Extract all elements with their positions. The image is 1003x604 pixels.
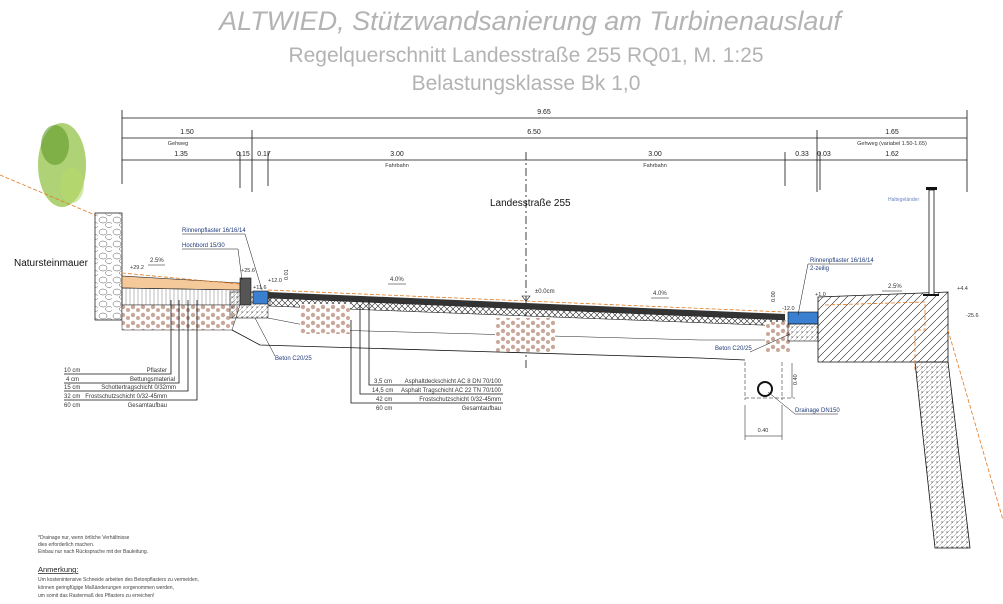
road-layer-legend — [350, 300, 503, 404]
road-layer-2-thickness: 14,5 cm — [372, 388, 393, 394]
sw-layer-3-thickness: 15 cm — [64, 385, 80, 391]
concrete-foundation-right — [787, 323, 819, 342]
asphalt-surface-layer — [268, 292, 785, 320]
road-layer-1-name: Asphaltdeckschicht AC 8 DN 70/100 — [405, 379, 502, 385]
dim-0-33: 0.33 — [795, 151, 809, 158]
road-layer-3-thickness: 42 cm — [376, 397, 392, 403]
tree-illustration — [38, 123, 86, 207]
gutter-paver-left — [252, 290, 269, 305]
sw-layer-1-name: Pflaster — [147, 368, 167, 374]
remark-heading: Anmerkung: — [38, 565, 78, 574]
dim-drain-depth: 0.40 — [793, 374, 799, 385]
wall-label: Natursteinmauer — [14, 258, 89, 269]
gravel-sample-center — [495, 318, 555, 352]
label-hochbord: Hochbord 15/30 — [182, 243, 225, 249]
dim-lane-right-label: Fahrbahn — [643, 163, 667, 169]
dim-gehweg-left-label: Gehweg — [168, 141, 189, 147]
gravel-right — [765, 322, 790, 352]
remark-line-3: um somit das Rastermaß des Pflasters zu … — [38, 593, 154, 599]
dim-gehweg-right: 1.65 — [885, 129, 899, 136]
gravel-sample-left — [300, 304, 350, 334]
sw-layer-1-thickness: 10 cm — [64, 368, 80, 374]
slope-road-right: 4.0% — [653, 291, 667, 297]
dim-total: 9.65 — [537, 109, 551, 116]
road-name-label: Landesstraße 255 — [490, 198, 571, 209]
label-beton-right: Beton C20/25 — [715, 346, 752, 352]
sw-layer-5-name: Gesamtaufbau — [128, 403, 167, 409]
dim-lane-left: 3.00 — [390, 151, 404, 158]
remark-line-2: können geringfügige Maßänderungen vorgen… — [38, 585, 174, 591]
dim-gehweg-left: 1.50 — [180, 129, 194, 136]
dim-drain-width: 0.40 — [758, 428, 769, 434]
title-line-2: Regelquerschnitt Landesstraße 255 RQ01, … — [288, 44, 763, 67]
title-line-3: Belastungsklasse Bk 1,0 — [412, 72, 641, 95]
dim-lane-left-label: Fahrbahn — [385, 163, 409, 169]
dim-0-15: 0.15 — [236, 151, 250, 158]
sw-layer-2-name: Bettungsmaterial — [130, 377, 175, 383]
label-rinnenpflaster-right-sub: 2-zeilig — [810, 266, 829, 272]
footnote-line-1: *Drainage nur, wenn örtliche Verhältniss… — [38, 535, 130, 541]
high-curb — [239, 277, 252, 306]
slope-left-sidewalk: 2.5% — [150, 258, 164, 264]
remark-line-1: Um kostenintensive Schneide arbeiten des… — [38, 577, 199, 583]
sw-layer-3-name: Schottertragschicht 0/32mm — [101, 385, 176, 391]
level-gutter-right: -12.0 — [782, 306, 795, 312]
road-layer-4-name: Gesamtaufbau — [462, 406, 501, 412]
dim-0-03: 0.03 — [817, 151, 831, 158]
title-line-1: ALTWIED, Stützwandsanierung am Turbinena… — [217, 6, 843, 36]
retaining-wall-body — [914, 361, 971, 549]
sw-layer-4-thickness: 32 cm — [64, 394, 80, 400]
natural-stone-wall — [94, 212, 123, 321]
sw-layer-4-name: Frostschutzschicht 0/32-45mm — [85, 394, 167, 400]
dim-curb-height: 0.01 — [284, 269, 290, 280]
dim-road: 6.50 — [527, 129, 541, 136]
sidewalk-layer-legend — [64, 300, 198, 401]
label-drainage: Drainage DN150 — [795, 408, 840, 414]
level-right-curb: +1.0 — [815, 292, 826, 298]
level-gutter-left-2: +11.6 — [253, 285, 267, 291]
road-layer-2-name: Asphalt Tragschicht AC 22 TN 70/100 — [401, 388, 502, 394]
slope-road-left: 4.0% — [390, 277, 404, 283]
dim-0-17: 0.17 — [257, 151, 271, 158]
level-left-sidewalk: +29.2 — [130, 265, 144, 271]
road-layer-1-thickness: 3,5 cm — [374, 379, 392, 385]
level-right-bottom: -25.6 — [966, 313, 979, 319]
dim-gehweg-right-label: Gehweg (variabel 1.50-1.65) — [857, 141, 927, 147]
dim-1-35: 1.35 — [174, 151, 188, 158]
label-beton-left: Beton C20/25 — [275, 356, 312, 362]
level-gutter-left: +12.0 — [268, 278, 282, 284]
road-layer-3-name: Frostschutzschicht 0/32-45mm — [419, 397, 501, 403]
footnote-line-2: dies erforderlich machen. — [38, 542, 94, 548]
sw-layer-2-thickness: 4 cm — [66, 377, 79, 383]
dim-lane-right: 3.00 — [648, 151, 662, 158]
label-rinnenpflaster-right: Rinnenpflaster 16/16/14 — [810, 258, 874, 264]
gutter-paver-right — [787, 311, 819, 325]
frost-layer-left — [121, 304, 241, 331]
label-rinnenpflaster-left: Rinnenpflaster 16/16/14 — [182, 228, 246, 234]
axis-level: ±0.0cm — [535, 289, 555, 295]
base-layer-left — [121, 287, 241, 306]
paver-layer — [121, 275, 241, 291]
label-railing: Haltegeländer — [888, 197, 919, 203]
road-layer-4-thickness: 60 cm — [376, 406, 392, 412]
dimension-lines — [121, 110, 968, 370]
drainage-trench — [744, 362, 795, 440]
level-curb-top: +25.6 — [241, 268, 255, 274]
sw-layer-5-thickness: 60 cm — [64, 403, 80, 409]
dim-gutter-right: 0.00 — [771, 291, 777, 302]
dim-1-62: 1.62 — [885, 151, 899, 158]
railing-post — [928, 189, 935, 296]
footnote-line-3: Einbau nur nach Rücksprache mit der Baul… — [38, 549, 148, 555]
retaining-wall-top — [817, 291, 949, 363]
slope-right-sidewalk: 2.5% — [888, 284, 902, 290]
level-right-end: +4.4 — [957, 286, 968, 292]
